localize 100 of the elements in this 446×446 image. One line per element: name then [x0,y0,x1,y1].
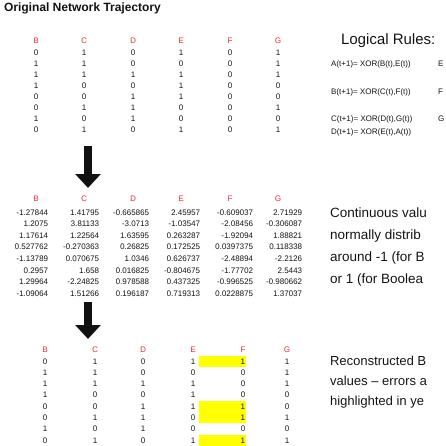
column-header: E [189,344,197,354]
highlighted-cell: 1 [199,434,246,446]
table-cell-text: 1 [80,68,88,80]
column-header: E [177,34,185,46]
column-header: C [80,34,88,46]
table-cell-text: 1 [274,102,282,113]
table-cell-text: -0.270363 [62,241,99,252]
table-cell-text: 0 [92,400,98,412]
table-cell-text: 1 [32,113,40,124]
table-cell-text: 1 [178,68,184,80]
table-cell-text: 1 [190,356,196,366]
description-text: normally distrib [330,227,421,243]
table-cell-text: 0 [274,80,282,91]
table-cell-text: 0 [32,90,40,102]
table-cell-text: 0 [284,400,290,412]
table-cell-text: 2.5443 [276,264,302,276]
rule-text: G [438,114,444,124]
rule-text: E [438,59,444,68]
table-cell-text: 0 [130,80,136,91]
table-cell-text: 1 [190,378,196,390]
column-header: B [41,344,49,354]
table-cell-text: 0.719313 [166,288,200,299]
table-cell-text: 0.2957 [22,264,48,276]
table-cell-text: 0 [240,366,246,378]
table-cell-text: 1 [92,434,98,446]
highlighted-cell: 1 [199,356,246,366]
table-cell-text: 0 [240,378,246,390]
table-cell-text: 1 [284,366,290,378]
table-cell-text: -0.609037 [216,206,253,218]
column-header: G [274,34,282,46]
column-header: D [129,192,137,204]
table-cell-text: 2.45957 [170,206,200,218]
table-cell-text: 1 [80,102,88,113]
table-cell-text: 0 [80,113,88,124]
table-cell-text: 1 [42,366,48,378]
column-header: B [32,192,40,204]
table-cell-text: 0 [92,423,98,434]
table-cell-text: 0.437325 [166,276,200,288]
table-cell-text: 0.0228875 [214,288,253,299]
table-cell-text: 1 [140,412,146,423]
table-cell-text: 0.118338 [268,241,302,252]
table-cell-text: 0 [140,356,146,366]
table-cell-text: 0 [42,434,48,446]
table-cell-text: 1 [178,46,184,58]
diagram-title: Original Network Trajectory [4,0,161,14]
table-cell-text: 0 [42,400,48,412]
table-cell-text: 1 [32,80,40,91]
table-cell-text: 0 [42,356,48,366]
table-cell-text: 1 [92,378,98,390]
table-cell-text: 0 [140,389,146,400]
table-cell-text: 1 [130,113,136,124]
table-cell-text: 1 [178,90,184,102]
table-cell-text: 1.51266 [69,288,99,299]
table-cell-text: 0 [32,46,40,58]
table-cell-text: 0.626737 [166,252,200,264]
table-cell-text: 1 [274,68,282,80]
table-cell-text: 0.070675 [64,252,99,264]
table-cell-text: 0 [80,90,88,102]
section-heading: Logical Rules: [341,31,436,48]
table-cell-text: 1 [130,90,136,102]
table-cell-text: 1.22564 [69,230,99,241]
table-cell-text: 0 [284,389,290,400]
table-cell-text: 1 [92,366,98,378]
table-cell-text: 0 [274,90,282,102]
table-cell-text: 1 [140,423,146,434]
column-header: E [177,192,185,204]
table-cell-text: 1 [42,378,48,390]
table-cell-text: 1 [42,423,48,434]
table-cell-text: -0.996525 [216,276,253,288]
table-cell-text: -0.306087 [264,218,302,230]
column-header: F [226,192,234,204]
table-cell-text: -0.980662 [264,276,302,288]
table-cell-text: 1 [284,356,290,366]
table-cell-text: 1.37037 [272,288,302,299]
highlighted-cell: 1 [199,412,246,423]
table-cell-text: 0 [130,58,136,69]
table-cell-text: 1 [42,389,48,400]
table-cell-text: 0 [226,80,234,91]
table-cell-text: 1.88821 [272,230,302,241]
table-cell-text: 0.196187 [114,288,149,299]
column-header: B [32,34,40,46]
table-cell-text: 0 [226,58,234,69]
table-cell-text: 0.172525 [166,241,200,252]
table-cell-text: 0 [32,102,40,113]
table-cell-text: 0 [226,124,234,136]
table-cell-text: 0 [274,113,282,124]
table-cell-text: 2.71929 [272,206,302,218]
description-text: Continuous valu [330,205,427,221]
table-cell-text: -3.0713 [120,218,149,230]
table-cell-text: 0.26825 [119,241,149,252]
table-cell-text: 0 [226,113,234,124]
table-cell-text: 0 [32,124,40,136]
table-cell-text: 3.81133 [70,218,99,230]
table-cell-text: 0 [130,124,136,136]
column-header: D [129,34,137,46]
table-cell-text: 1 [80,46,88,58]
table-cell-text: 1.63595 [119,230,149,241]
table-cell-text: 0 [178,102,184,113]
description-text: Reconstructed B [330,354,426,369]
table-cell-text: 0 [284,423,290,434]
